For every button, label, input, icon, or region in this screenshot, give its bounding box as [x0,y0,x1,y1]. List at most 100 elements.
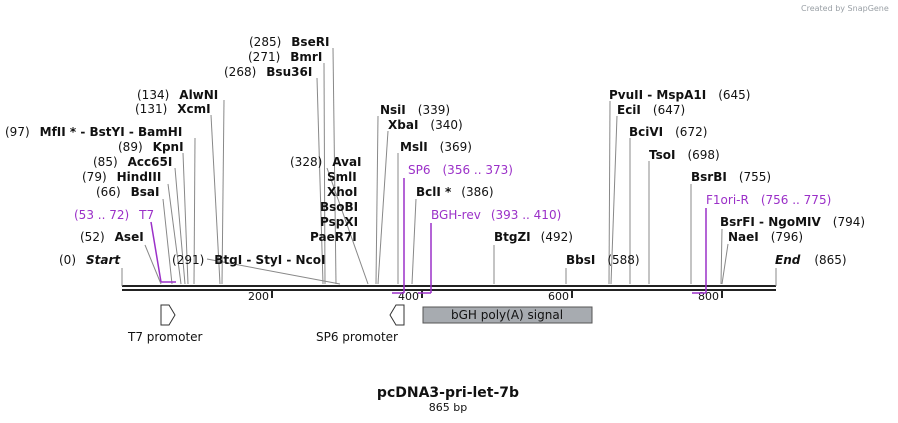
site-pos-bsu36i: (268) [224,65,256,79]
site-labels: (0)Start (52)AseI (66)BsaI (79) HindIII (… [5,35,865,267]
primer-name-t7: T7 [138,208,154,222]
site-name-ecii: EciI [617,103,641,117]
tick-label-800: 800 [698,290,719,303]
site-name-bseri: BseRI [291,35,329,49]
site-name-acc65i: Acc65I [128,155,173,169]
primer-name-sp6: SP6 [408,163,431,177]
site-name-hindiii: HindIII [117,170,162,184]
svg-text:(285)BseRI: (285) BseRI [249,35,329,49]
site-name-paer7i: PaeR7I [310,230,357,244]
svg-text:(131)XcmI: (131) XcmI [135,102,211,116]
svg-text:BbsI(588): BbsI (588) [566,253,640,267]
site-name-pvuii-mspa1i: PvuII - MspA1I [609,88,706,102]
site-name-bcivi: BciVI [629,125,663,139]
site-pos-asei: (52) [80,230,105,244]
svg-text:XbaI(340): XbaI (340) [388,118,463,132]
tick-label-200: 200 [248,290,269,303]
site-pos-tsoi: (698) [687,148,719,162]
svg-text:(85)Acc65I: (85) Acc65I [93,155,172,169]
svg-text:SP6(356 .. 373): SP6(356 .. 373) [408,163,513,177]
svg-text:(52)AseI: (52)AseI [80,230,144,244]
site-name-btgzi: BtgZI [494,230,531,244]
site-pos-bseri: (285) [249,35,281,49]
svg-text:(89)KpnI: (89) KpnI [118,140,184,154]
site-name-mfii-bstyi-bamhi: MfII * - BstYI - BamHI [40,125,183,139]
svg-text:NaeI(796): NaeI (796) [728,230,803,244]
site-name-xbai: XbaI [388,118,418,132]
svg-text:BciVI(672): BciVI (672) [629,125,707,139]
site-pos-xbai: (340) [430,118,462,132]
primer-range-t7: (53 .. 72) [74,208,129,222]
feature-label-t7-promoter: T7 promoter [127,330,203,344]
primer-name-bgh-rev: BGH-rev [431,208,481,222]
snapgene-credit: Created by SnapGene [801,4,889,13]
site-leader-lines [121,47,777,286]
bgh-polya-signal-box [422,306,593,324]
svg-text:(268)Bsu36I: (268) Bsu36I [224,65,312,79]
site-pos-bbsi: (588) [607,253,639,267]
site-name-alwni: AlwNI [179,88,218,102]
site-name-bbsi: BbsI [566,253,595,267]
site-pos-hindiii: (79) [82,170,107,184]
site-name-smli: SmlI [327,170,357,184]
svg-text:(66)BsaI: (66)BsaI [96,185,160,199]
site-name-btgi-styi-ncoi: BtgI - StyI - NcoI [214,253,325,267]
ruler-ticks: 200 400 600 800 [248,290,723,303]
site-name-kpni: KpnI [153,140,184,154]
sp6-promoter-arrow [389,304,405,326]
site-pos-bsrfi: (794) [833,215,865,229]
tick-label-600: 600 [548,290,569,303]
svg-text:F1ori-R(756 .. 775): F1ori-R (756 .. 775) [706,193,831,207]
primer-range-f1ori-r: (756 .. 775) [761,193,831,207]
sequence-backbone [122,285,776,291]
svg-text:(291)BtgI - StyI - NcoI: (291) BtgI - StyI - NcoI [172,253,325,267]
feature-label-bgh-polya: bGH poly(A) signal [451,308,563,322]
plasmid-length: 865 bp [429,401,467,414]
site-name-bcli: BclI * [416,185,452,199]
site-name-xcmi: XcmI [177,102,210,116]
svg-text:NsiI(339): NsiI (339) [380,103,450,117]
svg-text:TsoI(698): TsoI(698) [649,148,720,162]
site-name-bsu36i: Bsu36I [266,65,312,79]
plasmid-title: pcDNA3-pri-let-7b [377,385,519,401]
site-pos-kpni: (89) [118,140,143,154]
site-name-end: End [775,253,801,267]
site-name-bsrfi-ngomiv: BsrFI - NgoMIV [720,215,821,229]
site-pos-btgi: (291) [172,253,204,267]
site-pos-acc65i: (85) [93,155,118,169]
site-pos-ecii: (647) [653,103,685,117]
svg-text:BtgZI(492): BtgZI (492) [494,230,573,244]
svg-text:(79)HindIII: (79) HindIII [82,170,161,184]
site-name-nsii: NsiI [380,103,406,117]
svg-text:(328)AvaI: (328)AvaI [290,155,362,169]
site-pos-nsii: (339) [418,103,450,117]
svg-text:BGH-rev(393 .. 410): BGH-rev (393 .. 410) [431,208,561,222]
svg-text:EciI(647): EciI (647) [617,103,685,117]
site-pos-mfii: (97) [5,125,30,139]
site-pos-alwni: (134) [137,88,169,102]
site-pos-bcli: (386) [461,185,493,199]
site-name-avai: AvaI [332,155,361,169]
site-pos-bsai: (66) [96,185,121,199]
site-pos-btgzi: (492) [541,230,573,244]
site-pos-start: (0) [59,253,76,267]
feature-label-sp6-promoter: SP6 promoter [316,330,398,344]
site-name-bsobi: BsoBI [320,200,358,214]
site-pos-xcmi: (131) [135,102,167,116]
site-name-pspxi: PspXI [320,215,358,229]
primer-range-bgh-rev: (393 .. 410) [491,208,561,222]
svg-text:BsrBI(755): BsrBI(755) [691,170,771,184]
site-name-msli: MslI [400,140,428,154]
site-name-bsrbi: BsrBI [691,170,727,184]
site-pos-msli: (369) [440,140,472,154]
svg-text:MslI(369): MslI (369) [400,140,472,154]
svg-text:BsrFI - NgoMIV(794): BsrFI - NgoMIV (794) [720,215,865,229]
features: T7 promoter SP6 promoter bGH poly(A) sig… [127,304,593,344]
site-pos-naei: (796) [771,230,803,244]
site-pos-bcivi: (672) [675,125,707,139]
primer-marks [150,178,707,294]
primer-name-f1ori-r: F1ori-R [706,193,749,207]
site-name-naei: NaeI [728,230,759,244]
svg-text:(0)Start: (0)Start [59,253,121,267]
